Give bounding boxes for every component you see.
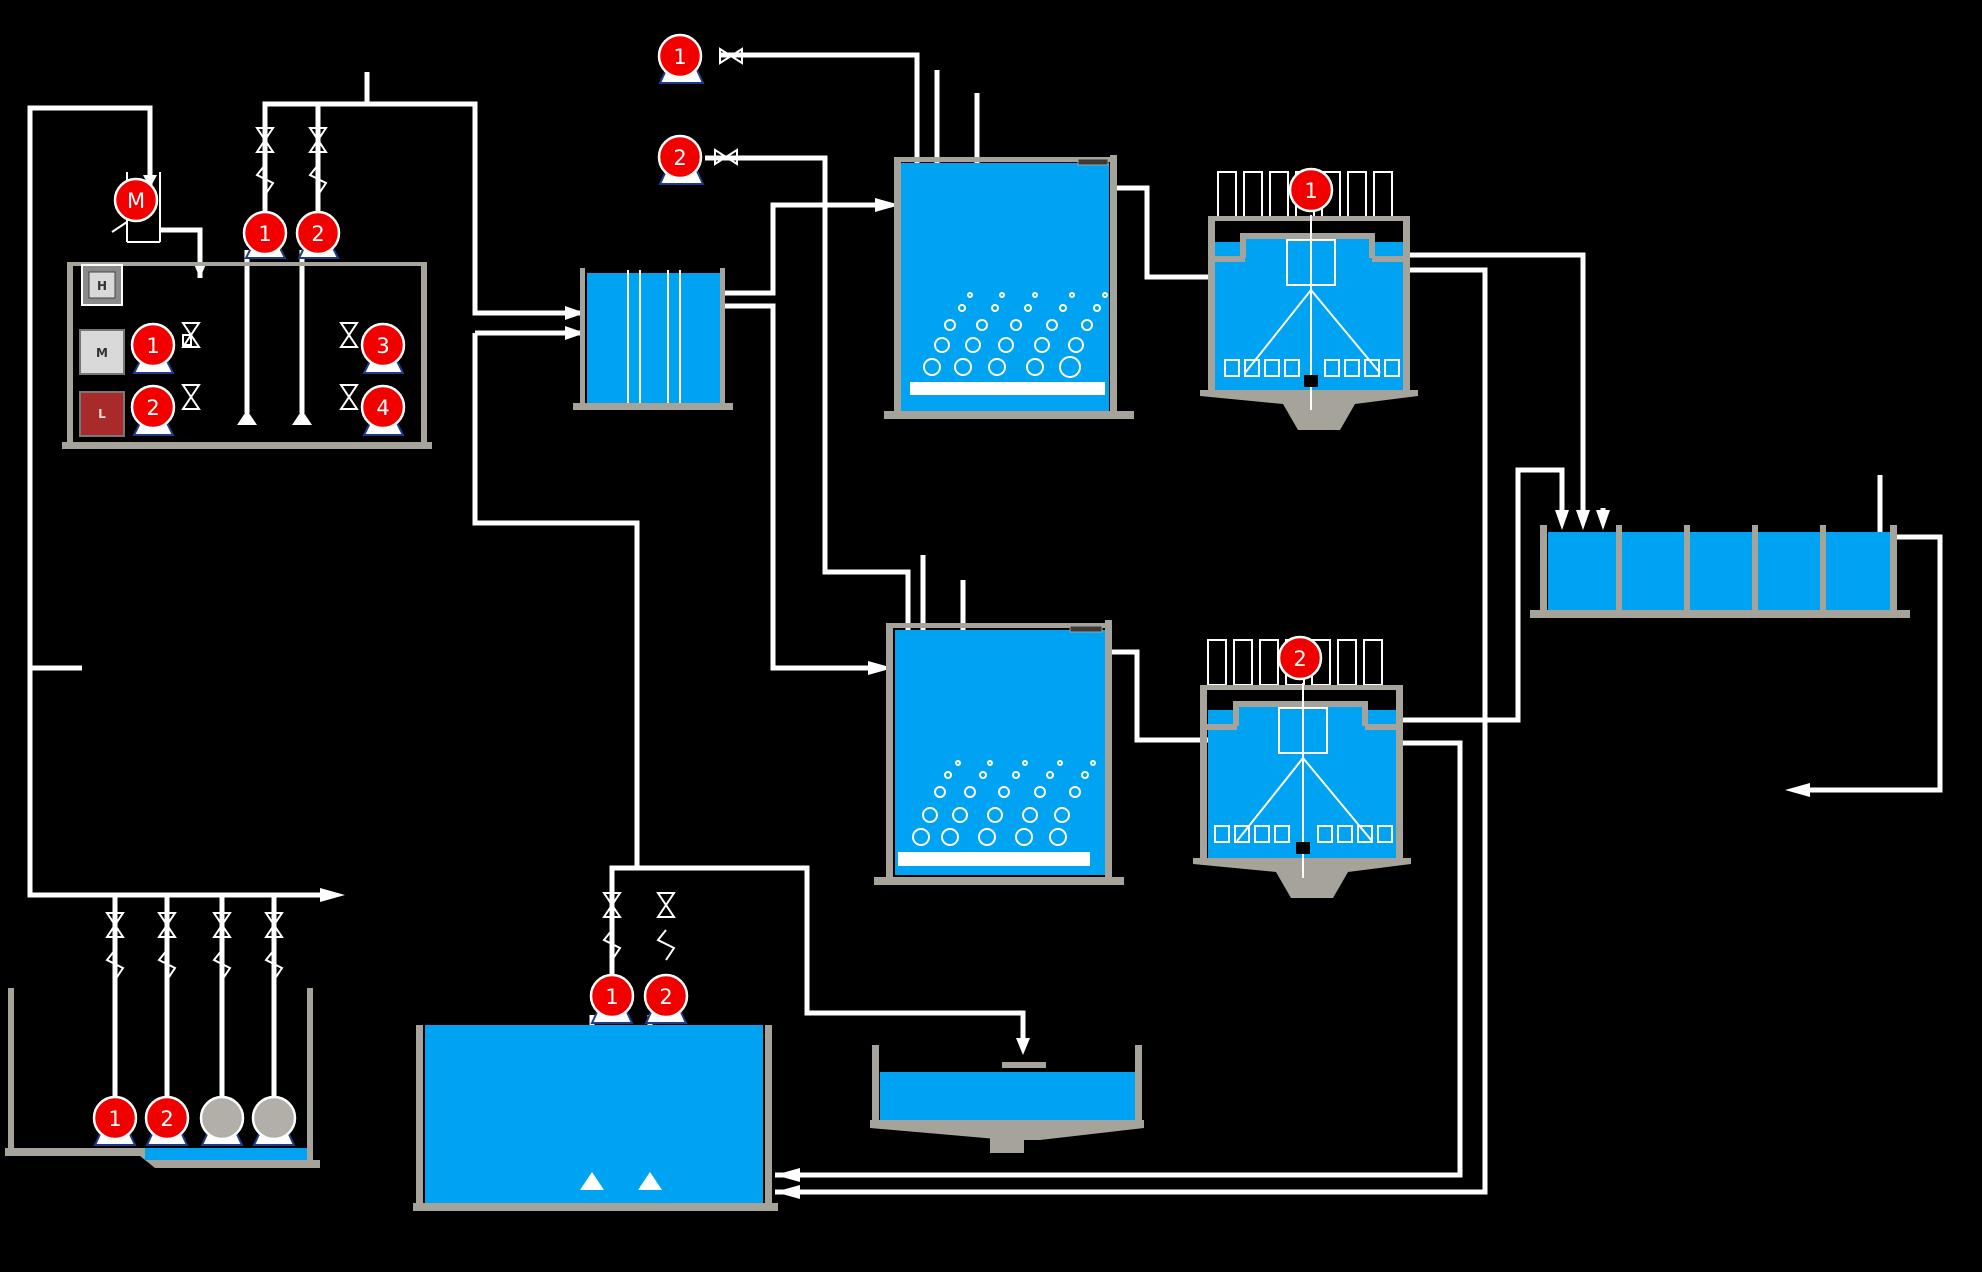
svg-text:4: 4 [376,396,389,420]
valve-icon[interactable] [255,127,275,196]
sludge-pump-2[interactable]: 2 [643,973,689,1024]
valve-icon[interactable] [602,892,622,961]
blower-1[interactable]: 1 [657,33,743,84]
svg-text:1: 1 [258,222,271,246]
svg-text:M: M [96,346,108,360]
blower-2[interactable]: 2 [657,134,738,185]
equalization-tank [573,268,733,410]
sludge-thickener [870,1045,1144,1153]
valve-icon[interactable] [105,912,125,981]
svg-text:3: 3 [376,334,389,358]
valve-icon[interactable] [264,912,284,981]
svg-text:2: 2 [311,222,324,246]
svg-text:1: 1 [146,334,159,358]
aeration-bubbles-2 [912,760,1096,846]
svg-text:2: 2 [146,396,159,420]
clarifier-2-scraper-blades [1214,825,1393,843]
svg-text:2: 2 [160,1107,173,1131]
pit-pump-3[interactable] [199,1095,245,1146]
dosing-feed-pump-2[interactable]: 2 [295,210,341,259]
level-indicator-high: H [81,264,123,306]
dosing-feed-pump-1[interactable]: 1 [242,210,288,259]
svg-text:1: 1 [605,985,618,1009]
svg-text:1: 1 [108,1107,121,1131]
clarifier-1-scraper-drive[interactable]: 1 [1288,167,1334,213]
sludge-pump-1[interactable]: 1 [589,973,635,1024]
aeration-tank-1 [884,155,1134,419]
pit-pump-2[interactable]: 2 [144,1095,190,1146]
aeration-bubbles-1 [923,292,1108,378]
clarifier-1 [1200,171,1418,430]
clarifier-2-scraper-drive[interactable]: 2 [1277,635,1323,681]
svg-text:1: 1 [1304,179,1317,203]
clarifier-1-scraper-blades [1224,359,1400,377]
svg-text:2: 2 [1293,647,1306,671]
valve-icon[interactable] [212,912,232,981]
level-indicator-mid: M [79,329,125,375]
svg-text:2: 2 [673,146,686,170]
pit-pump-1[interactable]: 1 [92,1095,138,1146]
mixer-label: M [127,189,145,213]
svg-text:1: 1 [673,45,686,69]
level-indicator-low: L [79,391,125,437]
collection-pit [5,988,320,1168]
valve-icon[interactable] [157,912,177,981]
metering-pump-4[interactable]: 4 [339,384,406,436]
valve-icon[interactable] [656,892,676,961]
svg-text:H: H [97,279,107,293]
metering-pump-2[interactable]: 2 [130,384,201,436]
valve-icon[interactable] [308,127,328,196]
metering-pump-1[interactable]: 1 [130,322,201,374]
sludge-storage-tank [413,1025,778,1211]
svg-text:L: L [98,407,106,421]
pit-pump-4[interactable] [251,1095,297,1146]
metering-pump-3[interactable]: 3 [339,322,406,374]
mixer-motor[interactable]: M [113,177,159,223]
aeration-tank-2 [874,620,1124,885]
svg-text:2: 2 [659,985,672,1009]
clarifier-2 [1193,639,1411,898]
contact-tank [1530,525,1910,618]
